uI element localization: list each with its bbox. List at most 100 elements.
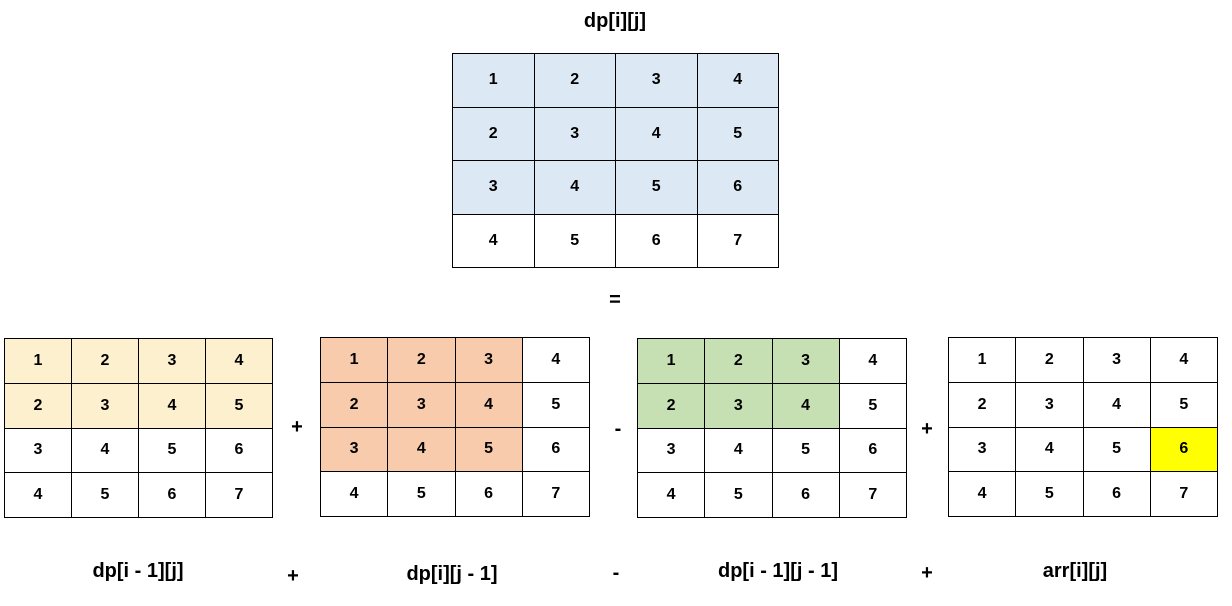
grid-cell: 6 <box>454 471 523 517</box>
grid-cell: 2 <box>319 381 389 428</box>
grid-cell: 7 <box>838 472 908 518</box>
grid-cell: 1 <box>4 338 72 384</box>
bottom-operator-plus-1: + <box>287 565 299 587</box>
grid-cell: 2 <box>947 381 1017 428</box>
grid-cell: 1 <box>947 337 1017 383</box>
grid-cell: 4 <box>138 382 206 429</box>
grid-cell: 4 <box>319 471 389 517</box>
grid-cell: 4 <box>1149 337 1219 383</box>
grid-cell: 5 <box>205 382 273 429</box>
grid-cell: 3 <box>4 427 72 474</box>
grid-cell: 3 <box>636 427 706 474</box>
grid-cell: 2 <box>452 106 535 161</box>
grid-cell: 3 <box>1082 337 1151 383</box>
grid-cell: 3 <box>452 160 535 215</box>
grid-cell: 5 <box>704 472 773 518</box>
grid-cell: 4 <box>704 427 773 474</box>
grid-cell: 2 <box>4 382 72 429</box>
grid-cell: 3 <box>138 338 206 384</box>
grid-cell: 4 <box>533 160 616 215</box>
grid-cell: 5 <box>387 471 456 517</box>
grid-cell: 4 <box>636 472 706 518</box>
grid-cell: 4 <box>205 338 273 384</box>
grid-cell: 4 <box>696 53 779 108</box>
grid-cell: 6 <box>615 213 698 268</box>
grid-cell: 4 <box>521 337 591 383</box>
grid-cell: 5 <box>454 426 523 473</box>
bottom-operator-plus-2: + <box>921 562 933 584</box>
grid-cell: 3 <box>319 426 389 473</box>
grid-cell: 6 <box>771 472 840 518</box>
grid-cell: 5 <box>771 427 840 474</box>
grid-cell: 7 <box>696 213 779 268</box>
operator-minus: - <box>614 418 622 440</box>
grid-cell: 6 <box>1082 471 1151 517</box>
grid-cell: 4 <box>771 382 840 429</box>
grid-cell: 5 <box>1149 381 1219 428</box>
grid-cell: 3 <box>771 338 840 384</box>
grid-cell: 4 <box>454 381 523 428</box>
grid-cell: 3 <box>387 381 456 428</box>
grid-cell: 2 <box>636 382 706 429</box>
grid-cell: 4 <box>838 338 908 384</box>
grid-cell: 4 <box>387 426 456 473</box>
grid-cell: 5 <box>696 106 779 161</box>
operator-plus-2: + <box>921 418 933 440</box>
grid-label-dp-i-minus-1-j: dp[i - 1][j] <box>92 560 184 582</box>
grid-label-arr-i-j: arr[i][j] <box>1042 560 1108 582</box>
grid-cell: 3 <box>947 426 1017 473</box>
grid-cell: 4 <box>1015 426 1084 473</box>
grid-cell: 5 <box>533 213 616 268</box>
grid-cell: 5 <box>1082 426 1151 473</box>
grid-cell: 6 <box>205 427 273 474</box>
grid-cell: 5 <box>1015 471 1084 517</box>
grid-cell: 4 <box>615 106 698 161</box>
grid-cell: 3 <box>454 337 523 383</box>
equals-sign: = <box>609 289 621 311</box>
grid-cell: 3 <box>704 382 773 429</box>
grid-cell: 7 <box>1149 471 1219 517</box>
grid-cell: 3 <box>615 53 698 108</box>
grid-cell: 4 <box>71 427 139 474</box>
grid-cell: 5 <box>138 427 206 474</box>
grid-cell: 2 <box>387 337 456 383</box>
grid-cell: 6 <box>696 160 779 215</box>
bottom-operator-minus: - <box>612 562 620 584</box>
grid-cell: 5 <box>615 160 698 215</box>
grid-cell: 7 <box>521 471 591 517</box>
grid-label-dp-i-j-minus-1: dp[i][j - 1] <box>406 563 498 585</box>
grid-cell: 2 <box>71 338 139 384</box>
grid-cell: 4 <box>452 213 535 268</box>
operator-plus-1: + <box>291 416 303 438</box>
grid-cell: 3 <box>71 382 139 429</box>
grid-cell: 5 <box>71 472 139 518</box>
grid-cell: 6 <box>1149 426 1219 473</box>
grid-cell: 6 <box>138 472 206 518</box>
grid-cell: 1 <box>319 337 389 383</box>
grid-cell: 7 <box>205 472 273 518</box>
grid-cell: 1 <box>452 53 535 108</box>
grid-cell: 2 <box>533 53 616 108</box>
